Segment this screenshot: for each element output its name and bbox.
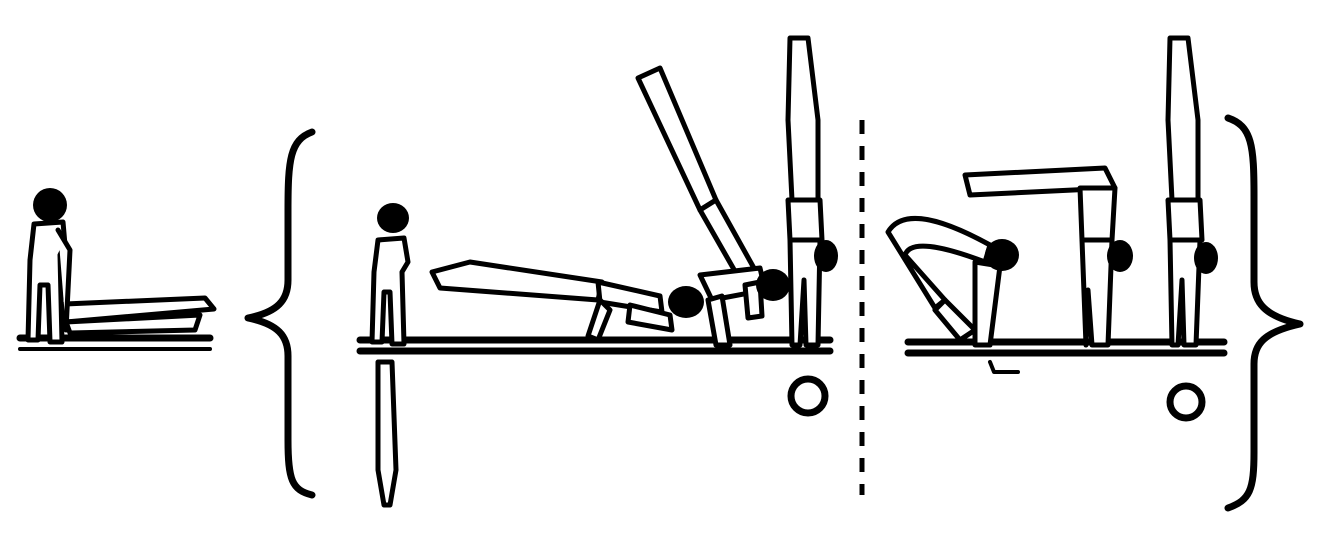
left-brace: [248, 132, 312, 495]
right-brace: [1228, 118, 1300, 508]
gymnast-lying-support: [432, 262, 704, 340]
end-position-marker-2: [1170, 386, 1202, 418]
gymnast-handstand: [788, 38, 838, 345]
parallel-bars-long: [360, 340, 830, 505]
panel-preparation: [20, 188, 214, 349]
panel-variant-1: [360, 38, 838, 505]
end-position-marker-1: [791, 379, 825, 413]
gymnast-handstand-2: [1168, 38, 1218, 345]
gymnast-pike-bent: [888, 218, 1019, 345]
gymnast-standing: [28, 188, 70, 342]
gymnast-standing-2: [372, 203, 409, 344]
panel-variant-2: [888, 38, 1224, 418]
